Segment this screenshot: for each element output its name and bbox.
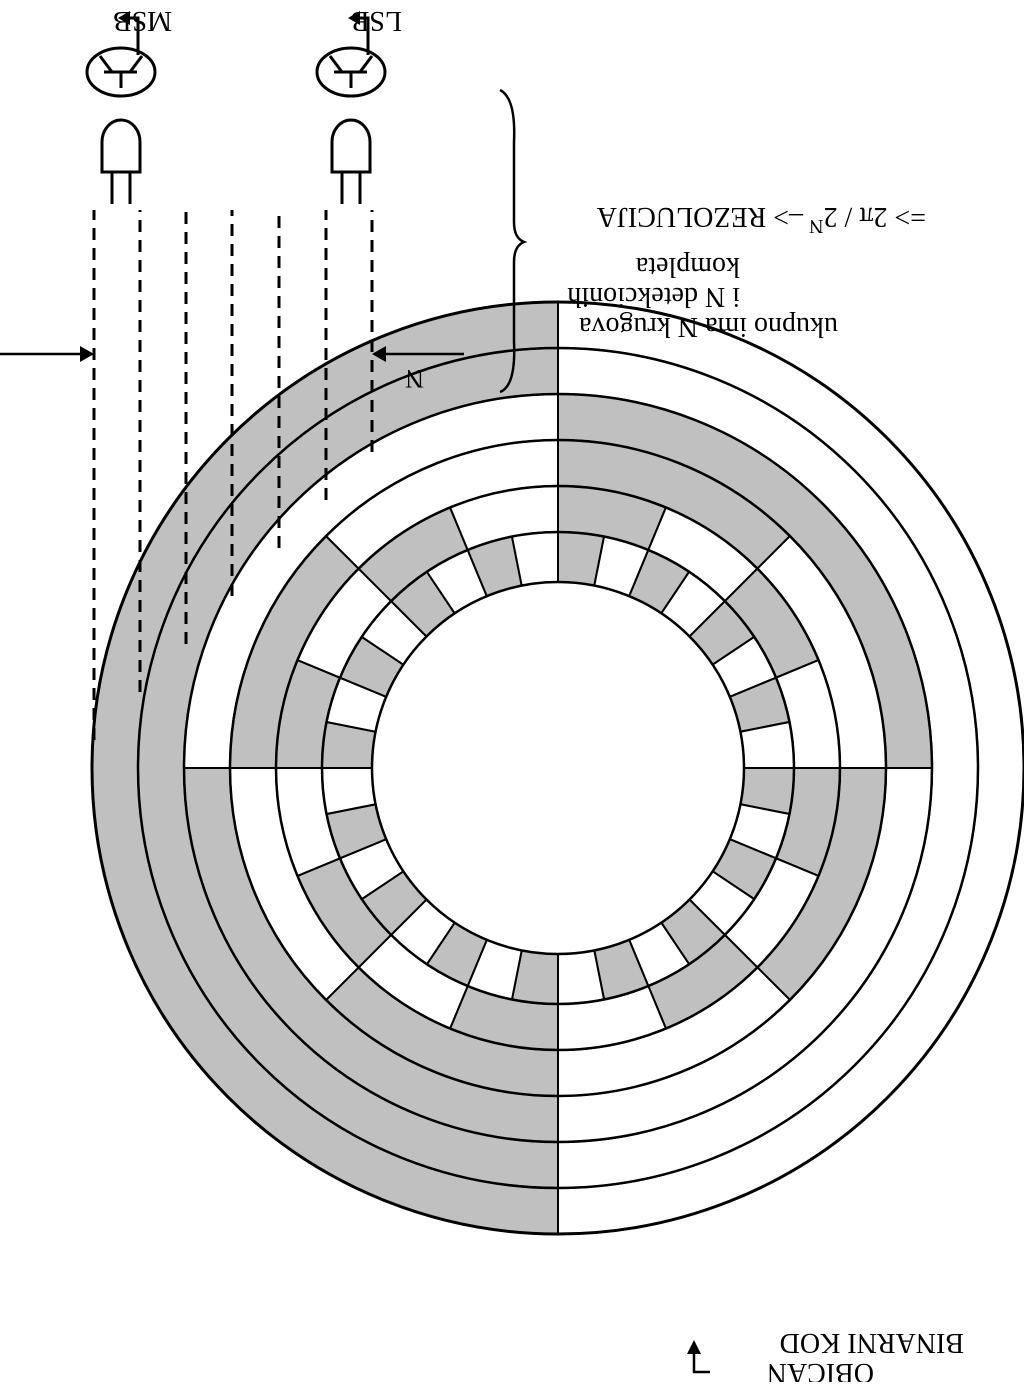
- encoder-disk: [90, 300, 1024, 1236]
- msb-detector: [85, 11, 157, 204]
- detector-read-lines: [92, 210, 374, 740]
- lsb-detector: [315, 11, 387, 204]
- n-dimension-arrows: [0, 346, 464, 362]
- note-line-3: kompleta: [635, 251, 740, 282]
- caption-line-2: BINARNI KOD: [780, 1327, 964, 1358]
- note-line-1: ukupno ima N krugova: [578, 311, 838, 342]
- disk-ring-circle: [182, 392, 934, 1144]
- note-line-2: i N detekcionih: [567, 281, 740, 312]
- note-formula: => 2π / 2: [824, 201, 927, 232]
- note-formula-exponent: N: [809, 215, 823, 237]
- disk-ring-circle: [274, 484, 842, 1052]
- note-line-4: => 2π / 2N–> REZOLUCIJA: [596, 201, 926, 237]
- disk-ring-circle: [136, 346, 980, 1190]
- disk-ring-circle: [90, 300, 1024, 1236]
- lsb-label: LSB: [351, 5, 402, 36]
- caption-arrow: [692, 1352, 710, 1374]
- caption-line-1: OBIČAN: [767, 1357, 874, 1382]
- msb-label: MSB: [113, 5, 172, 36]
- note-brace: [499, 88, 528, 394]
- note-resolution: –> REZOLUCIJA: [596, 201, 804, 232]
- disk-ring-circle: [370, 580, 746, 956]
- disk-ring-circle: [228, 438, 888, 1098]
- disk-ring-circle: [320, 530, 796, 1006]
- n-label: N: [405, 364, 424, 393]
